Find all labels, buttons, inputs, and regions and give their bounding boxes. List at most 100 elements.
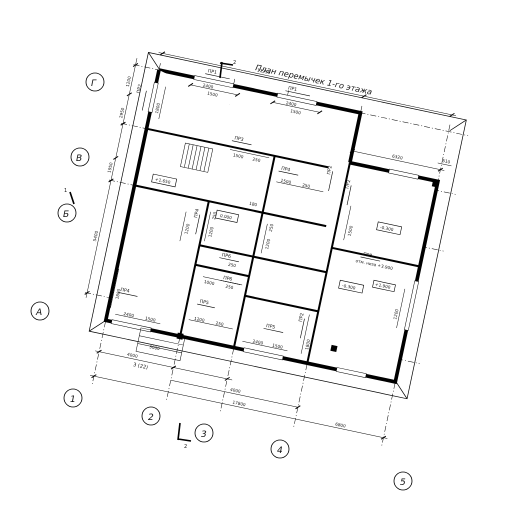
- svg-text:17800: 17800: [232, 400, 246, 408]
- svg-text:ПР2: ПР2: [326, 165, 334, 175]
- lintel-label-1: ПР1: [205, 68, 230, 80]
- svg-text:+1.900: +1.900: [375, 282, 392, 290]
- lintel-label-10: ПР5: [263, 323, 284, 333]
- svg-text:-0.300: -0.300: [380, 224, 395, 232]
- svg-text:1950: 1950: [107, 162, 114, 174]
- axis-bubble-row-g: Г: [85, 72, 105, 92]
- svg-text:1500: 1500: [290, 108, 302, 115]
- svg-text:1200: 1200: [207, 226, 214, 238]
- lintel-label-11: ПР6: [219, 252, 239, 263]
- svg-text:3000: 3000: [149, 344, 161, 351]
- svg-text:ПР4: ПР4: [193, 208, 201, 218]
- svg-text:5: 5: [400, 478, 406, 488]
- axis-bubble-col-2: 2: [141, 406, 161, 426]
- svg-text:510: 510: [442, 158, 451, 165]
- svg-text:1800: 1800: [154, 102, 161, 114]
- lintel-label-2: ПР1: [285, 85, 310, 97]
- svg-text:3: 3: [201, 430, 207, 440]
- svg-text:2400: 2400: [285, 100, 297, 107]
- svg-text:1500: 1500: [145, 316, 157, 323]
- svg-text:1500: 1500: [207, 91, 219, 98]
- lintel-label-7: ПР4: [193, 208, 201, 235]
- windows: [110, 75, 420, 378]
- svg-text:ПР8: ПР8: [362, 252, 372, 260]
- level-mark-5: +1.900: [372, 279, 396, 293]
- level-mark-1: +1.650: [151, 173, 178, 188]
- lintel-label-5: ПР3: [231, 135, 252, 146]
- lintel-label-9: ПР5: [197, 299, 215, 309]
- svg-text:250: 250: [302, 182, 311, 189]
- svg-text:ПР4: ПР4: [281, 166, 291, 174]
- opening-dimensions: 2400 1500 2400 1500 2400 1500 2400 1500 …: [110, 82, 406, 354]
- svg-text:1800: 1800: [304, 339, 311, 351]
- axis-bubble-row-b: Б: [57, 203, 77, 223]
- svg-text:1: 1: [70, 395, 76, 405]
- svg-text:1200: 1200: [392, 308, 399, 320]
- svg-text:11250: 11250: [257, 67, 271, 75]
- svg-text:ПР3: ПР3: [234, 135, 244, 143]
- svg-text:ПР4: ПР4: [120, 287, 130, 295]
- svg-text:2400: 2400: [123, 311, 135, 318]
- lintel-label-14: ПР2: [298, 312, 306, 339]
- porch: [135, 327, 186, 362]
- svg-text:1800: 1800: [114, 288, 121, 300]
- svg-text:1000: 1000: [203, 279, 215, 286]
- svg-text:-0.300: -0.300: [342, 283, 357, 291]
- section-mark-top: 2: [219, 60, 236, 79]
- svg-text:ПР6: ПР6: [221, 252, 231, 260]
- left-dimensions: 1200 2950 1950 5400: [84, 58, 139, 298]
- svg-text:250: 250: [215, 320, 224, 327]
- svg-text:ПР2: ПР2: [344, 179, 352, 189]
- lintel-label-6: ПР4: [278, 166, 299, 176]
- top-dimensions: 11250 6320 510: [158, 51, 457, 172]
- svg-text:2400: 2400: [252, 338, 264, 345]
- svg-text:250: 250: [211, 211, 218, 220]
- svg-text:1500: 1500: [347, 225, 354, 237]
- svg-text:ПР5: ПР5: [266, 323, 276, 331]
- svg-text:В: В: [76, 154, 82, 164]
- level-mark-3: -0.300: [376, 221, 403, 236]
- svg-text:1200: 1200: [125, 75, 132, 87]
- svg-text:Б: Б: [63, 210, 69, 220]
- axis-bubble-col-5: 5: [393, 471, 413, 491]
- interior-partitions: [134, 127, 421, 364]
- axis-bubble-row-a: А: [30, 301, 50, 321]
- axis-bubble-row-v: В: [70, 147, 90, 167]
- stair: [180, 142, 214, 173]
- svg-text:2: 2: [148, 413, 154, 423]
- svg-text:6320: 6320: [392, 153, 404, 160]
- svg-text:0.000: 0.000: [220, 213, 233, 220]
- svg-text:2: 2: [233, 60, 236, 66]
- svg-text:ПР1: ПР1: [287, 85, 297, 93]
- svg-text:ПР1: ПР1: [207, 68, 217, 76]
- svg-text:250: 250: [252, 156, 261, 163]
- svg-text:А: А: [35, 308, 42, 318]
- svg-text:ПР2: ПР2: [136, 84, 144, 94]
- svg-text:1500: 1500: [280, 178, 292, 185]
- axis-bubble-col-3: 3: [194, 423, 214, 443]
- svg-text:ПР2: ПР2: [298, 312, 306, 322]
- section-mark-bottom: 2: [177, 422, 192, 450]
- svg-text:4000: 4000: [127, 352, 139, 359]
- svg-text:1200: 1200: [264, 238, 271, 250]
- axis-bubble-col-4: 4: [270, 439, 290, 459]
- drawing-title: План перемычек 1-го этажа: [255, 63, 373, 97]
- svg-text:1500: 1500: [272, 343, 284, 350]
- svg-text:2950: 2950: [118, 107, 125, 119]
- level-mark-2: 0.000: [215, 209, 240, 223]
- level-marks: +1.650 0.000 -0.300 -0.300 +1.900: [151, 173, 403, 294]
- lintel-label-8: ПР4: [117, 287, 138, 297]
- svg-text:6800: 6800: [335, 421, 347, 428]
- svg-text:2400: 2400: [202, 82, 214, 89]
- svg-text:250: 250: [225, 284, 234, 291]
- svg-text:1200: 1200: [194, 316, 206, 323]
- svg-text:4: 4: [277, 446, 283, 456]
- lintel-label-4: ПР2: [326, 165, 334, 191]
- svg-text:4000: 4000: [230, 387, 242, 394]
- svg-text:ПР6: ПР6: [223, 275, 233, 283]
- svg-text:250: 250: [228, 262, 237, 269]
- lintel-label-13: ПР2: [344, 179, 352, 206]
- lintel-label-3: ПР2: [136, 84, 147, 111]
- svg-text:3 (22): 3 (22): [132, 362, 148, 371]
- svg-text:1: 1: [64, 188, 67, 194]
